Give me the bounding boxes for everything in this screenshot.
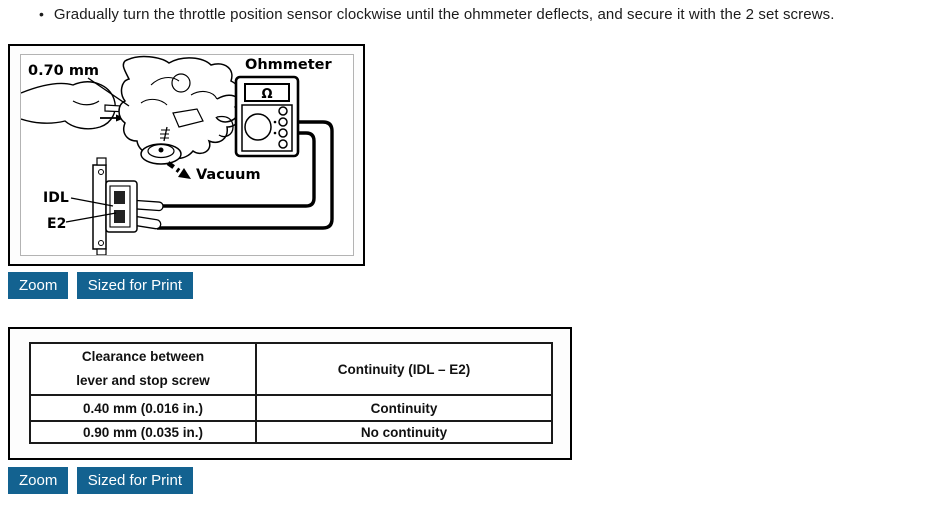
bullet-marker: • <box>39 6 44 22</box>
clearance-label: 0.70 mm <box>28 63 99 79</box>
ohmmeter-wire-inner <box>159 131 316 208</box>
throttle-detail-arc1 <box>150 76 180 86</box>
throttle-detail-arc2 <box>190 90 218 100</box>
ohmmeter-terminal-1 <box>278 106 288 116</box>
zoom-button[interactable]: Zoom <box>8 272 69 299</box>
throttle-sensor-diagram: Vacuum 0.70 mm Ohmmeter Ω <box>21 55 334 255</box>
figure2-button-row: Zoom Sized for Print <box>8 467 197 494</box>
ohmmeter-wire-outer <box>157 120 334 230</box>
throttle-sensor-diagram-figure: Vacuum 0.70 mm Ohmmeter Ω <box>8 44 365 266</box>
table-header-clearance-line1: Clearance between <box>81 349 205 364</box>
plate-bolt-top <box>98 169 104 175</box>
idl-leader-line <box>70 197 114 207</box>
table-cell-continuity-1: Continuity <box>255 394 551 420</box>
clearance-leader-line <box>87 77 130 107</box>
throttle-lower-hook <box>216 115 234 138</box>
vacuum-label: Vacuum <box>196 167 261 183</box>
throttle-detail-circle <box>171 73 191 93</box>
table-header-continuity: Continuity (IDL – E2) <box>255 344 551 394</box>
table-header-clearance: Clearance between lever and stop screw <box>31 344 255 394</box>
adjust-screw-threads <box>160 129 170 139</box>
ohmmeter-display <box>244 83 290 102</box>
plate-tab-bottom <box>96 248 107 255</box>
plate-bolt-bottom <box>98 240 104 246</box>
throttle-lever-plate <box>172 108 204 128</box>
thumb-crease <box>72 100 100 106</box>
ohmmeter-terminal-3 <box>278 128 288 138</box>
mounting-plate <box>92 164 107 250</box>
ohmmeter-label: Ohmmeter <box>245 57 332 73</box>
ohmmeter-dial <box>244 113 272 141</box>
instruction-line: • Gradually turn the throttle position s… <box>39 5 939 24</box>
ohm-symbol: Ω <box>261 87 272 102</box>
sized-for-print-button[interactable]: Sized for Print <box>76 467 194 494</box>
idl-label: IDL <box>43 190 69 206</box>
plate-tab-top <box>96 157 107 166</box>
ohmmeter-terminal-2 <box>278 117 288 127</box>
connector-terminal-idl <box>114 191 125 204</box>
throttle-body-outline <box>118 55 243 160</box>
hand-drawing <box>21 81 116 130</box>
connector-terminal-e2 <box>114 210 125 223</box>
terminal-dot-lower <box>273 131 277 135</box>
table-cell-clearance-2: 0.90 mm (0.035 in.) <box>31 420 255 442</box>
vacuum-arrow-head <box>178 168 191 179</box>
table-cell-continuity-2: No continuity <box>255 420 551 442</box>
ohmmeter-terminal-4 <box>278 139 288 149</box>
table-header-clearance-line2: lever and stop screw <box>76 373 210 388</box>
instruction-text: Gradually turn the throttle position sen… <box>53 6 835 23</box>
figure1-button-row: Zoom Sized for Print <box>8 272 197 299</box>
zoom-button[interactable]: Zoom <box>8 467 69 494</box>
sized-for-print-button[interactable]: Sized for Print <box>76 272 194 299</box>
table-cell-clearance-1: 0.40 mm (0.016 in.) <box>31 394 255 420</box>
e2-leader-line <box>65 212 117 223</box>
diagram-scan-area: Vacuum 0.70 mm Ohmmeter Ω <box>20 54 354 256</box>
continuity-spec-figure: Clearance between lever and stop screw C… <box>8 327 572 460</box>
e2-label: E2 <box>47 216 66 232</box>
throttle-detail-arc3 <box>140 98 168 106</box>
terminal-dot-upper <box>273 120 277 124</box>
vacuum-arrow-shaft <box>166 161 181 173</box>
vacuum-port-center <box>158 147 164 153</box>
continuity-spec-table: Clearance between lever and stop screw C… <box>29 342 553 444</box>
